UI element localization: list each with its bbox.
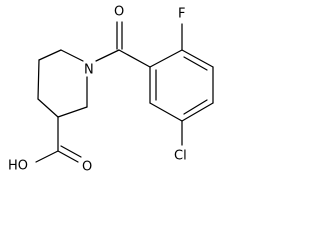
- bond-carbonyl-ring: [118, 49, 151, 68]
- acid-oxygen-label: O: [82, 160, 92, 175]
- nitrogen-label: N: [84, 63, 94, 78]
- bond-c3-c4: [37, 59, 40, 100]
- chlorine-label: Cl: [174, 149, 187, 164]
- bond-acid-o-b: [60, 145, 82, 158]
- bond-ring-4-inner: [183, 99, 208, 115]
- bond-lines: [35, 21, 214, 163]
- bond-ring-4: [181, 102, 214, 122]
- chemical-structure: N O F Cl O HO: [8, 5, 214, 175]
- bond-ring-1: [149, 49, 183, 68]
- bond-ring-2: [181, 49, 214, 68]
- carbonyl-oxygen-label: O: [114, 5, 124, 20]
- bond-ring-2-inner: [183, 56, 208, 71]
- bond-ring-5: [149, 102, 183, 122]
- bond-c5-c6: [57, 106, 88, 118]
- bond-acid-oh: [35, 150, 59, 163]
- bond-c2-c3: [38, 49, 62, 61]
- bond-acid-o-a: [57, 150, 79, 163]
- bond-n-c2: [60, 49, 84, 62]
- hydroxyl-label: HO: [8, 159, 28, 174]
- fluorine-label: F: [178, 7, 185, 22]
- bond-c4-c5: [37, 98, 59, 118]
- bond-n-carbonyl: [95, 49, 120, 62]
